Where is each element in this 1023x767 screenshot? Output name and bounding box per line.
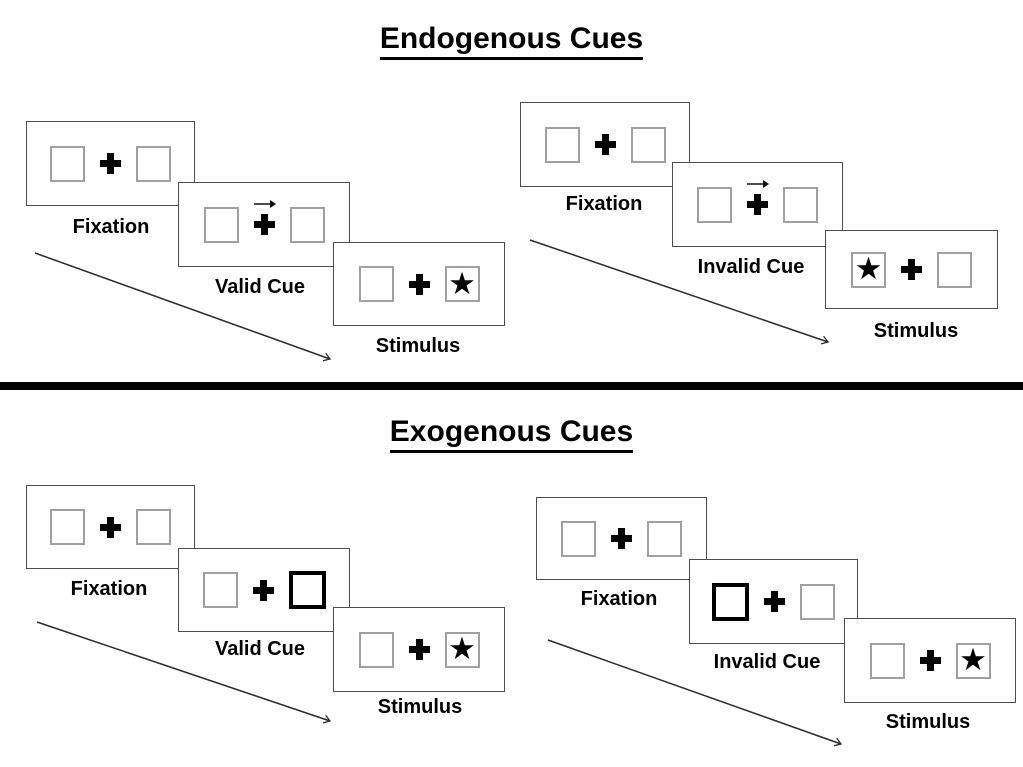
- time-arrow-endogenous-valid: [34, 252, 332, 362]
- exogenous-invalid-cue-panel: [689, 559, 858, 644]
- right-placeholder-box: [289, 206, 325, 243]
- endogenous-invalid-cue-panel: [672, 162, 843, 247]
- fixation-cross-wrap: [100, 516, 121, 538]
- fixation-cross-wrap: [252, 579, 274, 601]
- section-title-exogenous: Exogenous Cues: [389, 415, 634, 453]
- fixation-cross-wrap: [901, 259, 922, 280]
- fixation-cross-wrap: [764, 591, 785, 612]
- right-stimulus-box: ★: [955, 642, 991, 679]
- right-placeholder-box: [136, 145, 171, 182]
- right-placeholder-box: [630, 126, 666, 163]
- star-stimulus-icon: ★: [959, 642, 987, 677]
- endogenous-section-title-row: Endogenous Cues: [0, 22, 1023, 60]
- right-placeholder-box: [783, 186, 818, 223]
- left-placeholder-box: [561, 520, 596, 557]
- fixation-cross-wrap: [408, 639, 430, 660]
- fixation-cross-wrap: [594, 134, 616, 155]
- section-title-endogenous: Endogenous Cues: [379, 22, 644, 60]
- left-placeholder-box: [697, 186, 732, 223]
- right-placeholder-box: [937, 251, 972, 288]
- panel-label-invalid-cue: Invalid Cue: [713, 651, 821, 673]
- endogenous-valid-stimulus-panel: ★: [333, 242, 505, 326]
- endogenous-valid-cue-panel: [178, 182, 350, 267]
- left-placeholder-box: [50, 509, 85, 545]
- fixation-cross-wrap: [919, 650, 941, 671]
- endogenous-invalid-fixation-panel: [520, 102, 690, 187]
- panel-label-fixation: Fixation: [565, 193, 643, 215]
- right-placeholder-box: [136, 509, 171, 545]
- left-placeholder-box: [358, 631, 394, 668]
- fixation-cross-icon: [919, 650, 941, 671]
- fixation-cross-icon: [747, 194, 768, 215]
- exogenous-valid-stimulus-panel: ★: [333, 607, 505, 692]
- fixation-cross-wrap: [408, 273, 430, 295]
- exogenous-valid-fixation-panel: [26, 485, 195, 569]
- exogenous-valid-cue-panel: [178, 548, 350, 632]
- section-divider: [0, 382, 1023, 390]
- panel-label-stimulus: Stimulus: [377, 696, 463, 718]
- left-placeholder-box: [203, 206, 239, 243]
- left-highlighted-cue-box: [712, 582, 749, 621]
- star-stimulus-icon: ★: [448, 631, 476, 666]
- right-stimulus-box: ★: [444, 631, 480, 668]
- exogenous-invalid-stimulus-panel: ★: [844, 618, 1016, 703]
- panel-label-stimulus: Stimulus: [873, 320, 959, 342]
- fixation-cross-icon: [252, 579, 274, 601]
- right-placeholder-box: [647, 520, 682, 557]
- star-stimulus-icon: ★: [854, 251, 883, 286]
- panel-label-stimulus: Stimulus: [885, 711, 971, 733]
- cue-direction-arrow-icon: [747, 180, 769, 188]
- fixation-cross-icon: [901, 259, 922, 280]
- panel-label-valid-cue: Valid Cue: [214, 638, 306, 660]
- fixation-cross-wrap: [611, 528, 632, 549]
- panel-label-invalid-cue: Invalid Cue: [697, 256, 805, 278]
- exogenous-section-title-row: Exogenous Cues: [0, 415, 1023, 453]
- right-stimulus-box: ★: [444, 265, 480, 302]
- left-placeholder-box: [869, 642, 905, 679]
- panel-label-fixation: Fixation: [580, 588, 658, 610]
- fixation-cross-icon: [253, 214, 275, 235]
- fixation-cross-wrap: [747, 180, 769, 215]
- panel-label-stimulus: Stimulus: [375, 335, 461, 357]
- fixation-cross-icon: [408, 639, 430, 660]
- endogenous-valid-fixation-panel: [26, 121, 195, 206]
- panel-label-valid-cue: Valid Cue: [214, 276, 306, 298]
- fixation-cross-icon: [594, 134, 616, 155]
- fixation-cross-icon: [408, 273, 430, 295]
- fixation-cross-wrap: [253, 200, 276, 235]
- fixation-cross-icon: [100, 153, 121, 174]
- fixation-cross-icon: [100, 516, 121, 538]
- cue-direction-arrow-icon: [253, 200, 276, 208]
- panel-label-fixation: Fixation: [70, 578, 148, 600]
- panel-label-fixation: Fixation: [72, 216, 150, 238]
- star-stimulus-icon: ★: [448, 265, 476, 301]
- fixation-cross-wrap: [100, 153, 121, 174]
- fixation-cross-icon: [611, 528, 632, 549]
- left-stimulus-box: ★: [851, 251, 886, 288]
- right-highlighted-cue-box: [288, 571, 326, 609]
- fixation-cross-icon: [764, 591, 785, 612]
- time-arrow-exogenous-valid: [36, 621, 332, 724]
- left-placeholder-box: [50, 145, 85, 182]
- exogenous-invalid-fixation-panel: [536, 497, 707, 580]
- left-placeholder-box: [202, 572, 238, 608]
- endogenous-invalid-stimulus-panel: ★: [825, 230, 998, 309]
- right-placeholder-box: [800, 583, 835, 620]
- left-placeholder-box: [358, 266, 394, 302]
- left-placeholder-box: [544, 126, 580, 163]
